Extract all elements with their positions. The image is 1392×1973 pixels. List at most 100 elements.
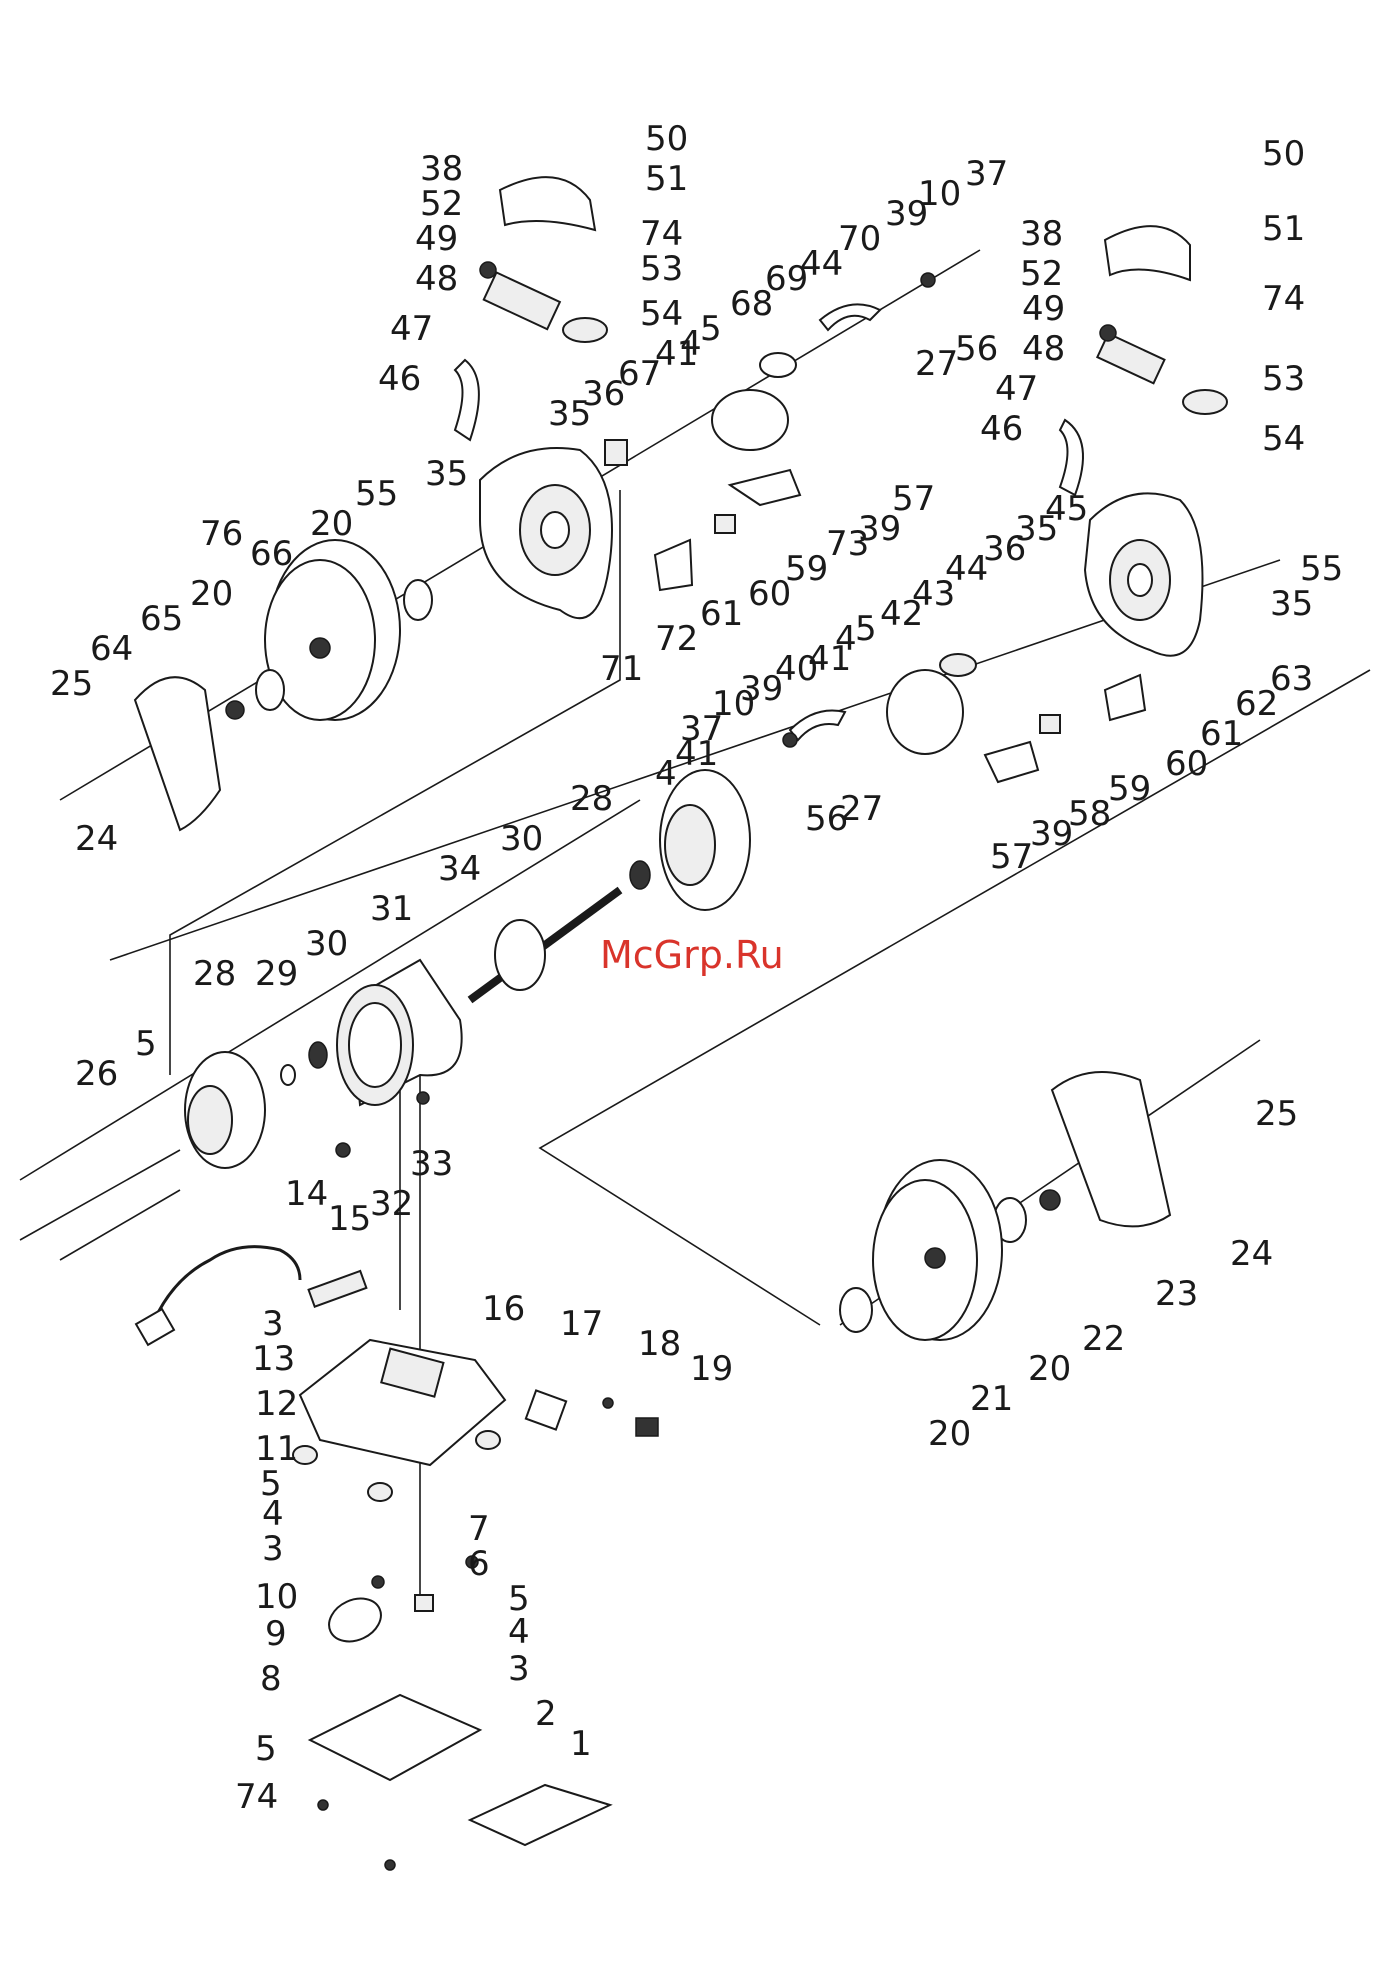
part-callout: 8: [260, 1659, 282, 1699]
guard-71-hole: [540, 511, 570, 549]
screw-74-bottom: [317, 1799, 329, 1811]
part-callout: 23: [1155, 1274, 1198, 1314]
bottom-plate-group: [307, 1693, 613, 1871]
part-callout: 69: [765, 259, 808, 299]
nut-65: [225, 700, 245, 720]
part-callout: 63: [1270, 659, 1313, 699]
part-callout: 57: [892, 479, 935, 519]
part-callout: 40: [775, 649, 818, 689]
part-callout: 47: [995, 369, 1038, 409]
part-callout: 12: [255, 1384, 298, 1424]
part-callout: 60: [1165, 744, 1208, 784]
part-callout: 51: [1262, 209, 1305, 249]
watermark: McGrp.Ru: [600, 933, 784, 977]
rod-line-1: [19, 799, 641, 1181]
part-callout: 35: [1270, 584, 1313, 624]
wheel-cover-64: [133, 676, 222, 832]
part-callout: 35: [548, 394, 591, 434]
flange-20-right-inner: [839, 1287, 873, 1333]
part-callout: 67: [618, 354, 661, 394]
part-callout: 56: [955, 329, 998, 369]
spark-arrestor-left: [453, 358, 480, 442]
part-callout: 18: [638, 1324, 681, 1364]
part-callout: 76: [200, 514, 243, 554]
part-callout: 4: [835, 619, 857, 659]
part-callout: 5: [255, 1729, 277, 1769]
part-callout: 26: [75, 1054, 118, 1094]
left-wheel-guard: [479, 447, 613, 620]
grommet-32: [335, 1142, 351, 1158]
nut-33: [416, 1091, 430, 1105]
foot-12-left: [292, 1445, 318, 1465]
capacitor-8: [328, 1597, 382, 1643]
guard-63-hole: [1127, 563, 1153, 597]
shield-bracket-right: [1095, 332, 1166, 385]
part-callout: 65: [140, 599, 183, 639]
screw-9: [371, 1575, 385, 1589]
part-callout: 55: [355, 474, 398, 514]
part-callout: 52: [420, 184, 463, 224]
part-callout: 34: [438, 849, 481, 889]
base-16: [298, 1338, 507, 1467]
bearing-30-right: [629, 860, 651, 890]
part-callout: 46: [378, 359, 421, 399]
part-callout: 57: [990, 837, 1033, 877]
washer-68: [711, 389, 789, 451]
washer-29: [280, 1064, 296, 1086]
part-callout: 5: [135, 1024, 157, 1064]
part-callout: 41: [808, 639, 851, 679]
part-callout: 39: [885, 194, 928, 234]
part-callout: 10: [255, 1577, 298, 1617]
part-callout: 33: [410, 1144, 453, 1184]
right-wheel-boundary: [538, 669, 1371, 1326]
nut-right: [1099, 324, 1117, 342]
part-callout: 36: [582, 374, 625, 414]
screw-bottom-2: [384, 1859, 396, 1871]
switch-19: [635, 1417, 659, 1437]
nut-left: [479, 261, 497, 279]
part-callout: 59: [785, 549, 828, 589]
part-callout: 56: [805, 799, 848, 839]
rod-line-2: [19, 1149, 181, 1241]
part-callout: 32: [370, 1184, 413, 1224]
bearing-30-left: [308, 1041, 328, 1069]
part-callout: 27: [840, 789, 883, 829]
screw-7: [465, 1555, 479, 1569]
part-callout: 50: [1262, 134, 1305, 174]
part-callout: 16: [482, 1289, 525, 1329]
part-callout: 51: [645, 159, 688, 199]
lamp-43: [939, 653, 977, 677]
right-wheel-guard: [983, 492, 1204, 784]
foot-12-right: [475, 1430, 501, 1450]
part-callout: 3: [508, 1649, 530, 1689]
capacitor-group: [328, 1555, 479, 1643]
part-callout: 3: [262, 1529, 284, 1569]
part-callout: 21: [970, 1379, 1013, 1419]
right-end-cap: [629, 769, 751, 911]
screw-56-upper: [920, 272, 936, 288]
rotor-assembly: [467, 886, 623, 1004]
foot-12-center: [367, 1482, 393, 1502]
base-16-opening: [380, 1347, 445, 1398]
lamp-69: [759, 352, 797, 378]
part-callout: 10: [712, 684, 755, 724]
screw-18: [602, 1397, 614, 1409]
part-callout: 61: [700, 594, 743, 634]
left-guard-boundary: [169, 490, 621, 1075]
wheel-21-bore: [924, 1247, 946, 1269]
part-callout: 37: [680, 709, 723, 749]
screw-56-lower: [782, 732, 798, 748]
left-end-cap: [184, 1041, 328, 1169]
part-callout: 38: [420, 149, 463, 189]
part-callout: 17: [560, 1304, 603, 1344]
knob-right: [1182, 389, 1228, 415]
part-callout: 24: [1230, 1234, 1273, 1274]
middle-shaft-parts: [782, 653, 977, 755]
upper-shaft-parts: [604, 272, 936, 592]
part-callout: 43: [912, 574, 955, 614]
part-callout: 66: [250, 534, 293, 574]
part-callout: 28: [570, 779, 613, 819]
assembly-lines: [19, 249, 1371, 1600]
part-callout: 35: [425, 454, 468, 494]
part-callout: 44: [800, 244, 843, 284]
